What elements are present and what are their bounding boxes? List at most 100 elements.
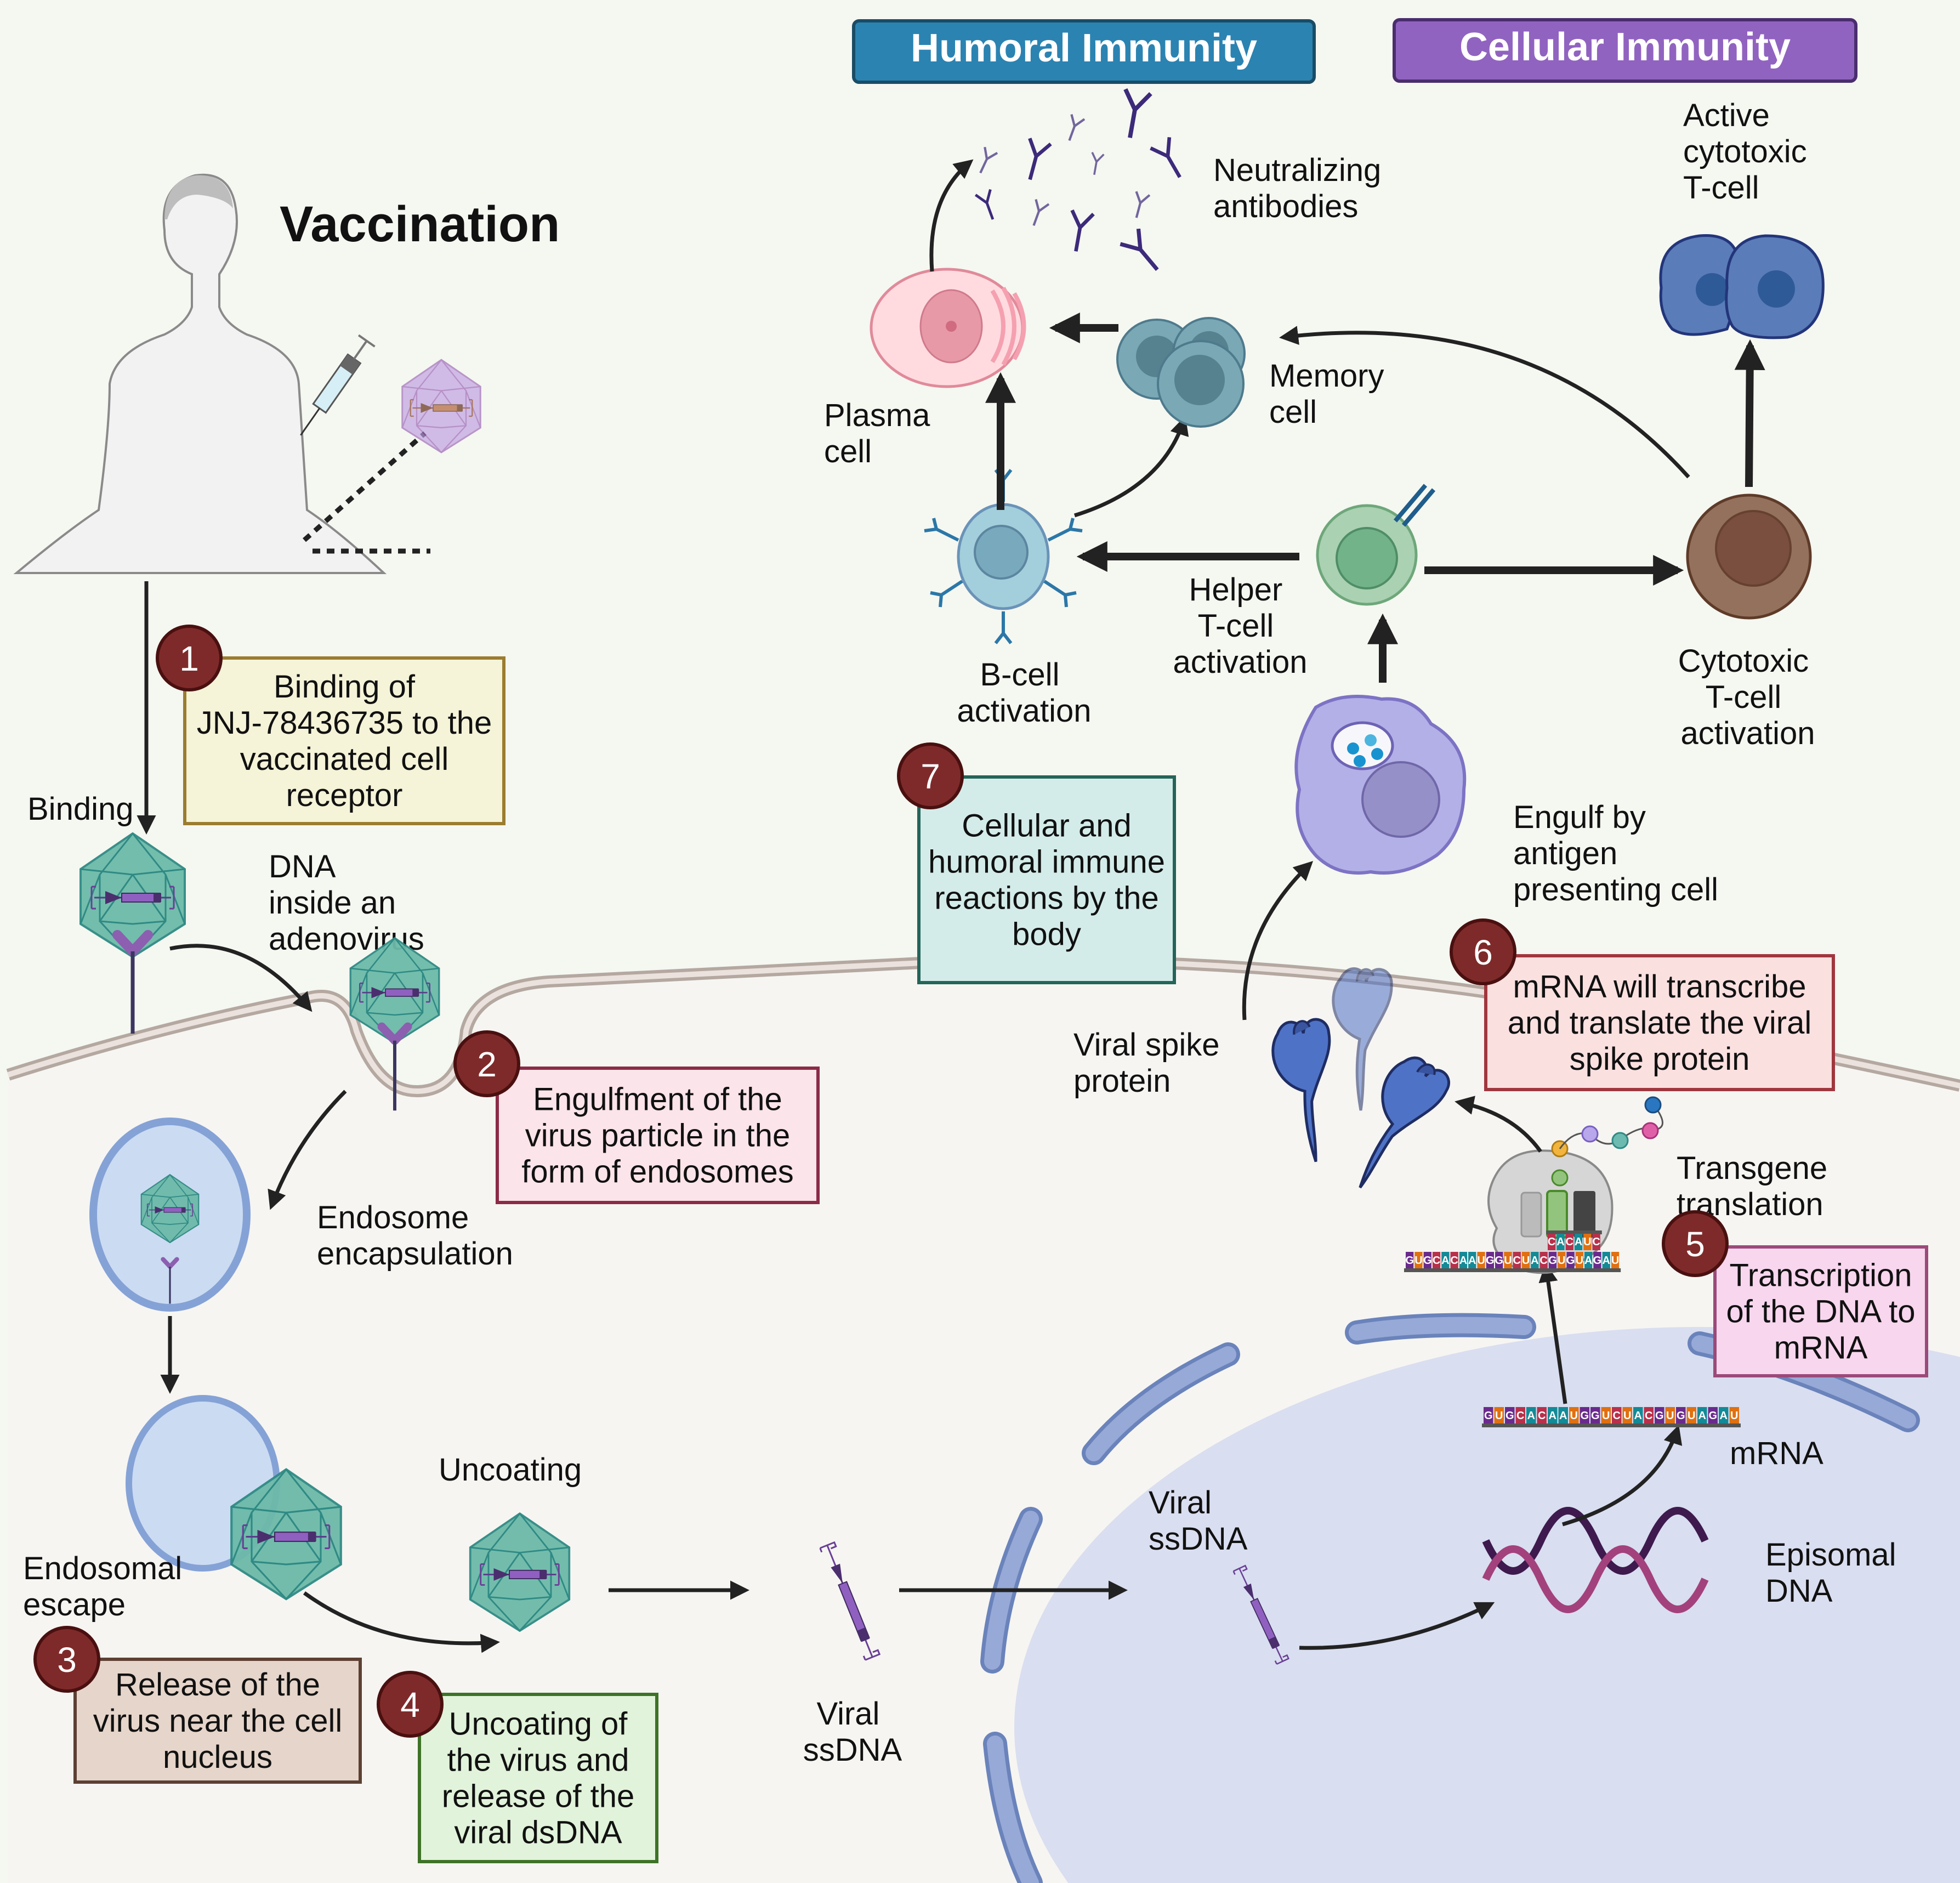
svg-text:A: A: [1720, 1410, 1728, 1422]
svg-text:5: 5: [1685, 1224, 1705, 1264]
nucleotide-U: U: [1504, 1252, 1512, 1268]
svg-text:C: C: [1592, 1236, 1600, 1248]
svg-text:U: U: [1570, 1410, 1578, 1422]
svg-text:A: A: [1634, 1410, 1642, 1422]
svg-text:A: A: [1584, 1255, 1592, 1267]
svg-text:G: G: [1591, 1410, 1600, 1422]
transgene-translation-label: Transgene translation: [1677, 1150, 1836, 1222]
nucleotide-A: A: [1603, 1252, 1610, 1268]
svg-text:A: A: [1459, 1255, 1467, 1267]
nucleotide-U: U: [1576, 1252, 1583, 1268]
step-1-badge: 1: [156, 625, 223, 691]
svg-text:A: A: [1549, 1410, 1556, 1422]
svg-text:G: G: [1655, 1410, 1664, 1422]
svg-text:A: A: [1559, 1410, 1567, 1422]
episomal-dna-label: Episomal DNA: [1765, 1537, 1905, 1609]
active-cytotoxic-t-cell-icon: [1659, 234, 1825, 339]
binding-label: Binding: [27, 791, 133, 827]
nucleotide-C: C: [1515, 1407, 1525, 1423]
active-cytotoxic-tcell-label: Active cytotoxic T-cell: [1683, 98, 1816, 206]
svg-text:G: G: [1405, 1255, 1414, 1267]
nucleotide-G: G: [1405, 1252, 1414, 1268]
cytotoxic-tcell-label: Cytotoxic T-cell activation: [1678, 643, 1818, 751]
nucleotide-G: G: [1566, 1252, 1575, 1268]
svg-text:C: C: [1539, 1255, 1547, 1267]
svg-text:U: U: [1504, 1255, 1512, 1267]
helper-t-cell-icon: [1316, 484, 1436, 606]
step-6-badge: 6: [1450, 918, 1516, 985]
helper-tcell-label: Helper T-cell activation: [1173, 572, 1307, 680]
svg-text:A: A: [1527, 1410, 1535, 1422]
svg-text:C: C: [1613, 1410, 1621, 1422]
b-cell-icon: [924, 469, 1083, 644]
nucleotide-G: G: [1423, 1252, 1432, 1268]
syringe-icon: [300, 334, 376, 436]
uncoating-label: Uncoating: [439, 1452, 582, 1488]
dna-inside-label: DNA inside an adenovirus: [269, 849, 424, 957]
svg-text:U: U: [1611, 1255, 1619, 1267]
svg-text:U: U: [1602, 1410, 1610, 1422]
step-5-badge: 5: [1662, 1210, 1729, 1277]
svg-text:U: U: [1583, 1236, 1591, 1248]
nucleotide-C: C: [1592, 1234, 1600, 1250]
svg-text:G: G: [1495, 1255, 1503, 1267]
svg-text:U: U: [1477, 1255, 1485, 1267]
nucleotide-A: A: [1584, 1252, 1592, 1268]
nucleotide-C: C: [1513, 1252, 1521, 1268]
svg-text:G: G: [1580, 1410, 1589, 1422]
nucleotide-C: C: [1450, 1252, 1458, 1268]
svg-text:C: C: [1566, 1236, 1573, 1248]
svg-text:C: C: [1450, 1255, 1458, 1267]
nucleotide-A: A: [1697, 1407, 1707, 1423]
svg-text:2: 2: [477, 1045, 497, 1084]
cytotoxic-t-cell-icon: [1686, 494, 1812, 620]
nucleotide-U: U: [1665, 1407, 1675, 1423]
svg-text:G: G: [1593, 1255, 1602, 1267]
nucleotide-U: U: [1522, 1252, 1530, 1268]
step-7-badge: 7: [897, 742, 964, 809]
nucleotide-G: G: [1590, 1407, 1600, 1423]
nucleotide-G: G: [1484, 1407, 1493, 1423]
svg-text:U: U: [1666, 1410, 1674, 1422]
nucleotide-U: U: [1558, 1252, 1565, 1268]
cellular-immunity-header: Cellular Immunity: [1393, 18, 1857, 83]
viral-ssdna-cytoplasm-label: Viral ssDNA: [803, 1696, 902, 1768]
nucleotide-A: A: [1441, 1252, 1450, 1268]
nucleotide-U: U: [1477, 1252, 1485, 1268]
nucleotide-C: C: [1644, 1407, 1654, 1423]
nucleotide-U: U: [1686, 1407, 1696, 1423]
svg-text:U: U: [1623, 1410, 1631, 1422]
svg-text:1: 1: [179, 639, 199, 678]
endosome-encapsulation-label: Endosome encapsulation: [317, 1200, 513, 1272]
svg-text:A: A: [1441, 1255, 1449, 1267]
nucleotide-A: A: [1459, 1252, 1467, 1268]
endosomal-escape-icon: [126, 1395, 341, 1599]
nucleotide-G: G: [1708, 1407, 1718, 1423]
nucleotide-G: G: [1580, 1407, 1589, 1423]
svg-text:C: C: [1516, 1410, 1524, 1422]
vaccination-title: Vaccination: [280, 196, 560, 252]
svg-text:A: A: [1603, 1255, 1610, 1267]
svg-text:A: A: [1698, 1410, 1706, 1422]
viral-spike-protein-label: Viral spike protein: [1073, 1027, 1229, 1099]
svg-text:C: C: [1548, 1236, 1555, 1248]
mrna-label: mRNA: [1730, 1436, 1823, 1471]
antigen-presenting-cell-icon: [1294, 695, 1467, 875]
svg-text:3: 3: [57, 1640, 77, 1680]
step-4-badge: 4: [377, 1671, 444, 1738]
nucleotide-A: A: [1575, 1234, 1582, 1250]
